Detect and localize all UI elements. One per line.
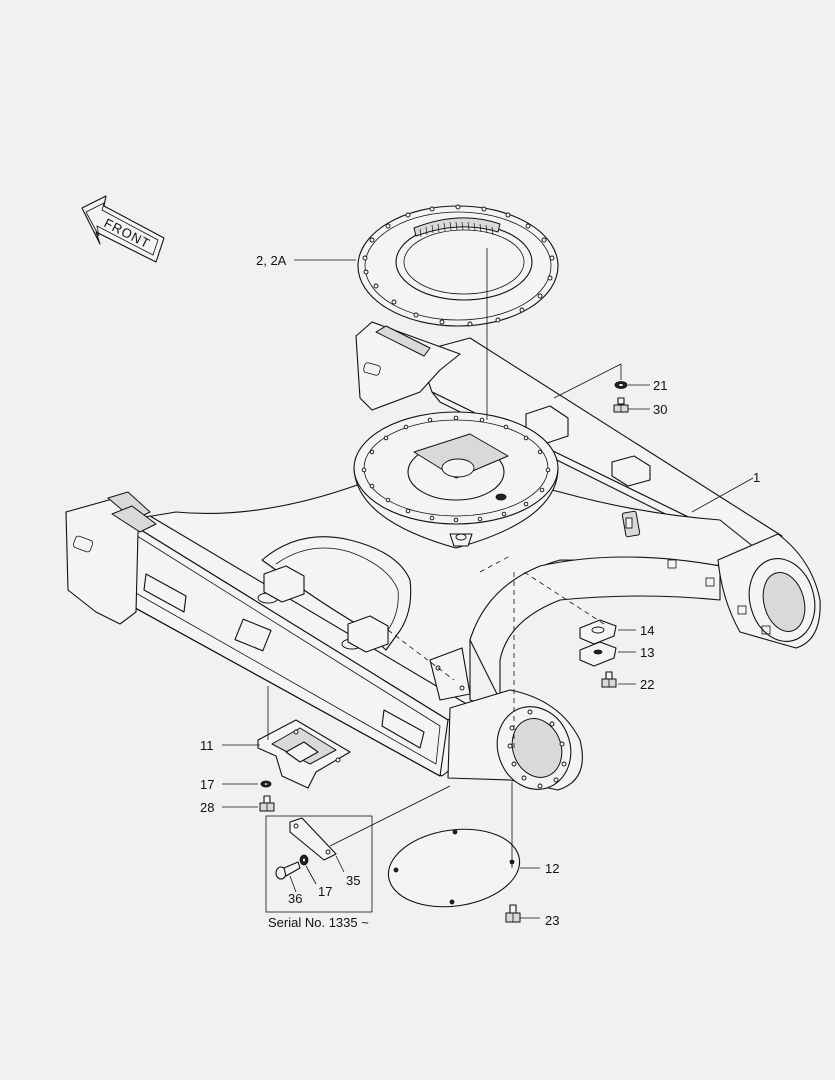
front-arrow: FRONT xyxy=(81,195,165,263)
bolt-36 xyxy=(275,861,301,880)
plate-13 xyxy=(579,641,617,667)
plate-14 xyxy=(579,619,617,645)
callout-35: 35 xyxy=(346,873,360,888)
callout-12: 12 xyxy=(545,861,559,876)
callout-14: 14 xyxy=(640,623,654,638)
track-frame xyxy=(65,321,821,791)
callout-22: 22 xyxy=(640,677,654,692)
bolt-30 xyxy=(613,397,629,413)
callout-36: 36 xyxy=(288,891,302,906)
callout-30: 30 xyxy=(653,402,667,417)
cover-plate-12 xyxy=(387,828,521,908)
callout-11: 11 xyxy=(200,738,214,753)
serial-note: Serial No. 1335 ~ xyxy=(268,915,369,930)
callout-13: 13 xyxy=(640,645,654,660)
plate-35 xyxy=(289,817,337,861)
washer-21 xyxy=(614,381,628,389)
front-idler-holes xyxy=(507,709,567,789)
washer-17-inset xyxy=(299,854,309,866)
bracket-11 xyxy=(257,719,351,789)
washer-17 xyxy=(260,780,272,788)
housing-bolt-holes xyxy=(361,415,551,523)
serial-inset xyxy=(265,815,373,913)
callout-28: 28 xyxy=(200,800,214,815)
leader-lines xyxy=(222,248,754,919)
callout-1: 1 xyxy=(753,470,760,485)
bolt-28 xyxy=(259,795,275,812)
bearing-teeth xyxy=(419,221,494,238)
callout-2-2a: 2, 2A xyxy=(256,253,287,268)
callout-17-inset: 17 xyxy=(318,884,332,899)
callout-23: 23 xyxy=(545,913,559,928)
callout-labels: 2, 2A 1 21 30 14 13 22 11 17 28 12 23 35… xyxy=(200,253,760,930)
center-housing xyxy=(353,411,559,549)
callout-17: 17 xyxy=(200,777,214,792)
bolt-23 xyxy=(505,904,521,923)
swing-bearing xyxy=(357,204,559,327)
bolt-22 xyxy=(601,671,617,688)
bearing-bolt-holes xyxy=(362,204,555,327)
callout-21: 21 xyxy=(653,378,667,393)
